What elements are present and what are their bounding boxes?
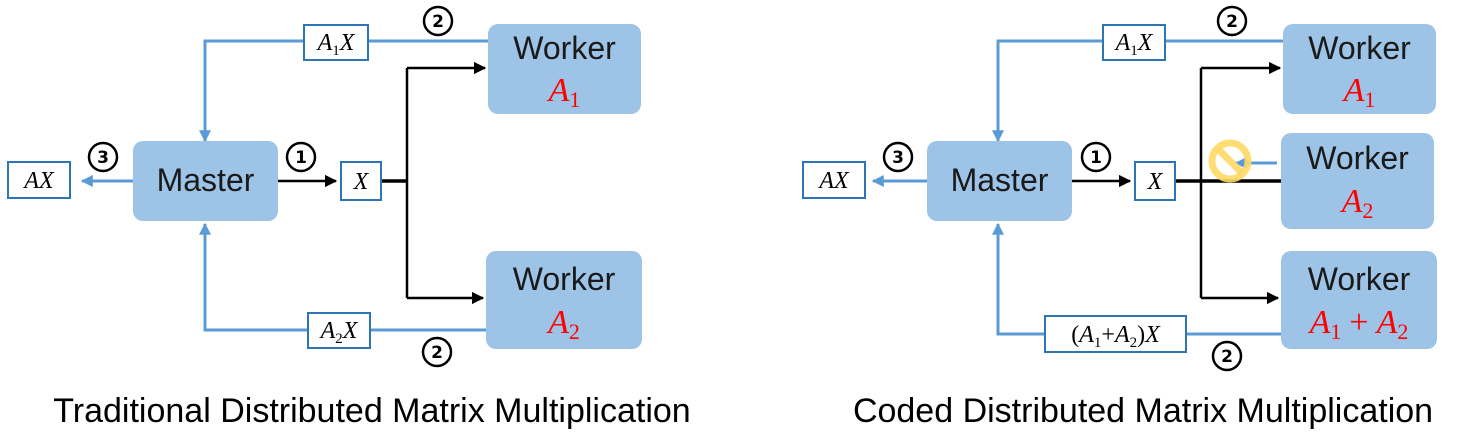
worker-matrix: A1+A2 [1308, 304, 1409, 344]
master-label: Master [951, 162, 1049, 198]
caption-coded: Coded Distributed Matrix Multiplication [853, 392, 1433, 430]
worker-matrix: A1 [1342, 72, 1376, 112]
dispatch-paths [1072, 61, 1282, 305]
worker-matrix: A2 [1340, 183, 1374, 223]
svg-text:2: 2 [431, 343, 443, 363]
master-node: Master [927, 141, 1072, 221]
step-badge-compute-bottom: 2 [1211, 340, 1243, 372]
svg-text:AX: AX [817, 168, 850, 194]
step-badge-compute-top: 2 [1216, 5, 1248, 37]
return-arrow-bottom [992, 222, 1283, 336]
worker-node-1: Worker A1 [488, 24, 641, 114]
svg-text:A1X: A1X [316, 30, 356, 59]
step-badge-decode: 3 [87, 141, 119, 173]
worker-matrix: A2 [546, 304, 580, 344]
step-badge-decode: 3 [882, 141, 914, 173]
svg-text:2: 2 [1221, 347, 1233, 367]
svg-text:3: 3 [892, 148, 904, 168]
worker-title: Worker [513, 261, 616, 297]
result-label-top: A1X [1102, 24, 1166, 61]
svg-text:A2X: A2X [319, 318, 359, 347]
worker-title: Worker [513, 30, 616, 66]
return-arrow-top [199, 39, 488, 143]
svg-text:1: 1 [1090, 148, 1102, 168]
svg-text:AX: AX [22, 168, 55, 194]
return-paths [80, 39, 488, 332]
return-arrow-top [992, 39, 1283, 143]
output-label: AX [7, 161, 71, 199]
step-badge-send: 1 [285, 141, 317, 173]
result-label-bottom: A2X [307, 312, 371, 349]
svg-text:1: 1 [295, 148, 307, 168]
step-badge-send: 1 [1080, 141, 1112, 173]
coded-diagram: Master Worker A1 Worker A2 Worker A1+A2 … [802, 5, 1437, 430]
result-label-bottom: (A1+A2)X [1044, 315, 1187, 353]
worker-node-3: Worker A1+A2 [1281, 251, 1437, 349]
worker-title: Worker [1308, 30, 1411, 66]
output-label: AX [802, 161, 866, 199]
worker-node-2: Worker A2 [1281, 133, 1434, 229]
worker-node-1: Worker A1 [1283, 24, 1436, 114]
svg-text:X: X [353, 169, 370, 195]
svg-text:(A1+A2)X: (A1+A2)X [1071, 322, 1161, 351]
input-label: X [340, 161, 382, 201]
return-arrow-bottom [199, 222, 488, 332]
worker-title: Worker [1306, 140, 1409, 176]
no-entry-icon [1208, 139, 1252, 183]
svg-text:2: 2 [1226, 12, 1238, 32]
result-label-top: A1X [303, 24, 369, 61]
input-label: X [1134, 161, 1176, 201]
master-label: Master [157, 162, 255, 198]
step-badge-compute-top: 2 [422, 5, 454, 37]
dispatch-paths [278, 61, 487, 305]
step-badge-compute-bottom: 2 [421, 336, 453, 368]
svg-text:2: 2 [432, 12, 444, 32]
svg-text:X: X [1147, 169, 1164, 195]
svg-text:A1X: A1X [1114, 30, 1154, 59]
master-node: Master [133, 141, 278, 221]
worker-title: Worker [1308, 261, 1411, 297]
caption-traditional: Traditional Distributed Matrix Multiplic… [53, 392, 690, 430]
worker-node-2: Worker A2 [486, 251, 642, 349]
return-paths [871, 39, 1283, 336]
svg-text:3: 3 [97, 148, 109, 168]
traditional-diagram: Master Worker A1 Worker A2 X AX A1X [7, 5, 691, 430]
worker-matrix: A1 [547, 72, 581, 112]
